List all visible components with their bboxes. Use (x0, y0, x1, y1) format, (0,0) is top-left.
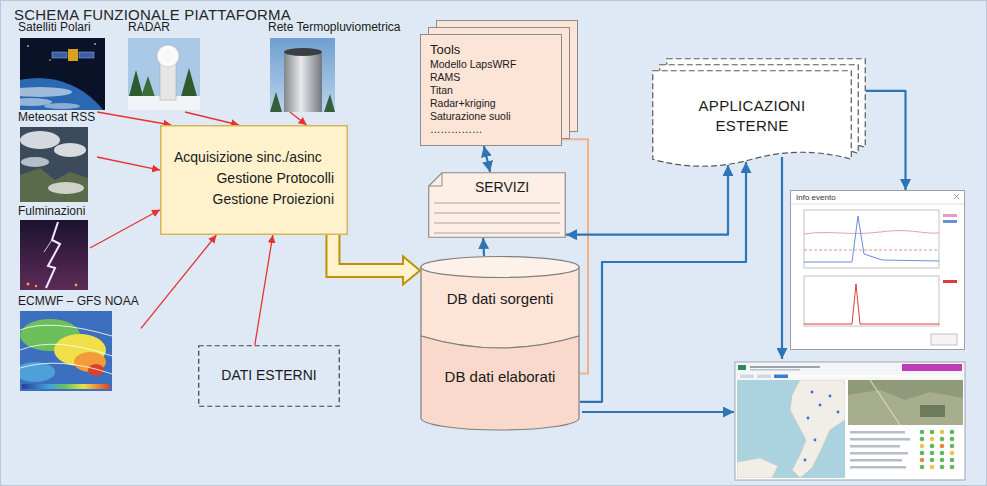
services-box: SERVIZI (428, 172, 566, 238)
lightning-photo (20, 220, 88, 290)
sensor-source: Fulminazioni (18, 204, 90, 292)
flow-arrow (333, 235, 420, 284)
flow-arrow (484, 146, 490, 172)
node-label: DB dati sorgenti (426, 290, 574, 308)
input-arrow (255, 235, 273, 345)
flow-arrow (580, 162, 746, 402)
input-arrow (141, 235, 216, 328)
external-data-box: DATI ESTERNI (198, 345, 340, 407)
map-screenshot (735, 362, 965, 480)
flow-arrow (566, 165, 728, 235)
flow-arrow (866, 91, 906, 190)
node-label: Titan (430, 84, 554, 97)
node-label: RAMS (430, 71, 554, 84)
meteosat-image (20, 127, 88, 202)
node-label: Modello LapsWRF (430, 58, 554, 71)
rain-gauge-photo (270, 38, 335, 112)
node-label: SERVIZI (444, 179, 560, 196)
node-label: Fulminazioni (18, 204, 90, 219)
node-label: APPLICAZIONI ESTERNE (682, 96, 822, 136)
forecast-map (15, 311, 112, 391)
node-heading: Tools (430, 41, 554, 58)
node-label: Info evento (796, 193, 959, 203)
node-label: ECMWF – GFS NOAA (18, 294, 141, 309)
input-arrow (185, 112, 239, 125)
input-arrow (290, 112, 307, 125)
database-cylinder: DB dati elaborati (420, 336, 580, 430)
satellite-photo (0, 38, 120, 242)
chart-screenshot: Info evento (790, 190, 965, 350)
tools-stack: ToolsModello LapsWRFRAMSTitanRadar+krigi… (420, 34, 562, 146)
sensor-source: Meteosat RSS (18, 110, 97, 204)
database-cylinder: DB dati sorgenti (420, 256, 580, 336)
input-arrow (97, 112, 171, 125)
sensor-source: RADAR (128, 20, 204, 112)
diagram-title: SCHEMA FUNZIONALE PIATTAFORMA (14, 6, 291, 24)
node-label: DATI ESTERNI (204, 366, 334, 384)
input-arrow (97, 157, 160, 170)
node-label: …………… (430, 123, 554, 136)
node-label: Gestione Proiezioni (174, 189, 334, 210)
sensor-source: Rete Termopluviometrica (268, 20, 414, 112)
flow-arrow (482, 238, 485, 256)
node-label: Gestione Protocolli (174, 168, 334, 189)
radar-photo (128, 38, 200, 110)
sensor-source: Satelliti Polari (18, 20, 106, 112)
node-label: DB dati elaborati (426, 368, 574, 386)
node-label: Meteosat RSS (18, 110, 97, 125)
input-arrow (90, 210, 160, 248)
leader-arrow (781, 157, 783, 359)
node-outline (790, 190, 965, 350)
acquisition-box: Acquisizione sinc./asincGestione Protoco… (160, 125, 348, 235)
node-heading: Acquisizione sinc./asinc (174, 147, 334, 168)
node-label: Radar+kriging (430, 97, 554, 110)
sensor-source: ECMWF – GFS NOAA (18, 294, 141, 392)
external-apps-stack: APPLICAZIONI ESTERNE (652, 70, 852, 174)
leader-arrow (582, 411, 734, 413)
node-label: Saturazione suoli (430, 110, 554, 123)
